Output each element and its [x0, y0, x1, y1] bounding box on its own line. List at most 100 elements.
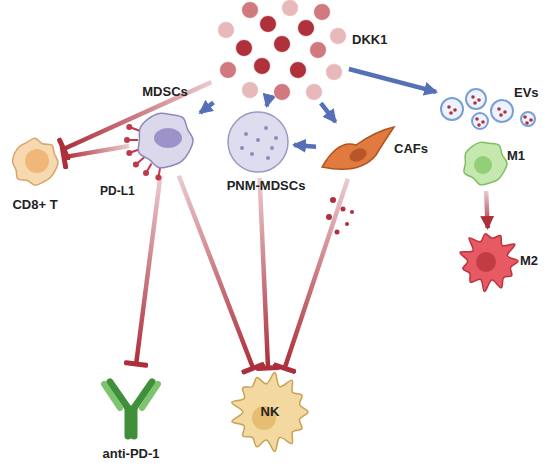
ligand-dot — [330, 28, 347, 45]
granule — [244, 132, 248, 136]
activation-arrow — [264, 104, 269, 106]
cell-outline — [461, 139, 509, 187]
vesicle-cargo — [477, 98, 481, 102]
heavy-chain — [131, 408, 138, 436]
factor-dot — [326, 214, 332, 220]
vesicle-cargo — [525, 121, 529, 125]
t-cell: CD8+ T — [10, 137, 60, 187]
activation-arrow — [349, 69, 436, 92]
cell-label: MDSCs — [142, 84, 188, 99]
pd-l1-head — [143, 170, 149, 176]
ligand-dot — [236, 40, 253, 57]
cell-label: anti-PD-1 — [102, 446, 159, 461]
inhibition-arrow — [64, 146, 129, 157]
vesicle-cargo — [497, 107, 501, 111]
ligand-dot — [314, 4, 331, 21]
light-chain — [142, 384, 158, 408]
ligand-dot — [254, 58, 271, 75]
granule — [274, 136, 278, 140]
vesicle — [521, 112, 535, 126]
activation-arrow — [321, 103, 336, 122]
antibody: anti-PD-1 — [100, 368, 162, 440]
ligand-dot — [282, 0, 299, 17]
activation-arrow — [294, 145, 316, 147]
granule — [270, 146, 274, 150]
factor-dot — [350, 210, 354, 214]
cell-label: CAFs — [394, 141, 428, 156]
cell-outline — [320, 125, 395, 175]
cell-label: PNM-MDSCs — [227, 178, 306, 193]
cell-outline — [100, 368, 162, 440]
molecule-label: PD-L1 — [100, 184, 135, 198]
cell-nucleus — [154, 128, 182, 148]
cell-body — [322, 127, 394, 169]
vesicle-cargo — [475, 117, 479, 121]
heavy-chain — [125, 408, 132, 436]
vesicle-cargo — [453, 108, 457, 112]
cell-body — [464, 142, 507, 185]
cell-label: CD8+ T — [12, 197, 57, 212]
cell-outline — [133, 108, 197, 172]
vesicle-cargo — [447, 105, 451, 109]
pd-l1-head — [124, 137, 130, 143]
cell-outline — [226, 110, 290, 174]
ligand-dot — [310, 42, 327, 59]
cell-body — [460, 234, 518, 292]
ligand-dot — [242, 82, 259, 99]
cell-label: M2 — [520, 253, 538, 268]
pd-l1-head — [126, 150, 132, 156]
cell-body — [138, 113, 193, 168]
cell-nucleus — [474, 156, 492, 174]
ligand-dot — [298, 20, 315, 37]
granule — [266, 156, 270, 160]
factor-dot — [330, 197, 336, 203]
pnm-mdsc-cell: PNM-MDSCs — [226, 110, 290, 174]
cell-label: EVs — [514, 85, 539, 100]
m2-macrophage: M2 — [458, 232, 520, 290]
vesicle-cargo — [473, 101, 477, 105]
antibody-shape — [104, 382, 158, 436]
cell-body — [232, 372, 308, 451]
cell-body — [228, 112, 288, 172]
vesicle — [491, 100, 513, 122]
vesicle — [441, 98, 463, 120]
cell-outline — [10, 137, 60, 187]
pd-l1-head — [133, 161, 139, 167]
inhibition-arrow — [285, 179, 348, 368]
ligand-dot — [326, 64, 343, 81]
ligand-dot — [274, 36, 291, 53]
cell-outline — [215, 2, 345, 100]
cell-nucleus — [25, 149, 49, 173]
cell-nucleus — [347, 146, 368, 164]
mdsc-cell: MDSCs — [133, 108, 197, 172]
vesicle-cargo — [499, 113, 503, 117]
vesicle-cargo — [523, 115, 527, 119]
activation-arrow — [486, 191, 488, 228]
cell-nucleus — [476, 252, 496, 272]
light-chain — [104, 384, 120, 408]
vesicle-cargo — [477, 123, 481, 127]
ligand-dot — [290, 62, 307, 79]
inhibition-arrow — [179, 176, 253, 369]
factor-dot — [335, 230, 340, 235]
vesicle-cargo — [471, 95, 475, 99]
ligand-dot — [260, 16, 277, 33]
pd-l1-head — [155, 174, 161, 180]
ligand-cluster: DKK1 — [215, 2, 345, 100]
ligand-dot — [274, 84, 291, 101]
inhibition-arrow — [260, 178, 268, 368]
vesicle-cargo — [529, 118, 533, 122]
secreted-factors — [326, 197, 354, 235]
cell-body — [12, 138, 58, 185]
inhibition-arrow — [136, 176, 160, 364]
cell-label: DKK1 — [352, 32, 387, 47]
ligand-dot — [218, 22, 235, 39]
vesicle-cluster: EVs — [440, 85, 540, 127]
ligand-dot — [242, 2, 259, 19]
ligand-dot — [220, 62, 237, 79]
cell-outline — [458, 232, 520, 290]
vesicle-cargo — [481, 120, 485, 124]
cell-label: NK — [261, 404, 280, 419]
m1-macrophage: M1 — [461, 139, 509, 187]
